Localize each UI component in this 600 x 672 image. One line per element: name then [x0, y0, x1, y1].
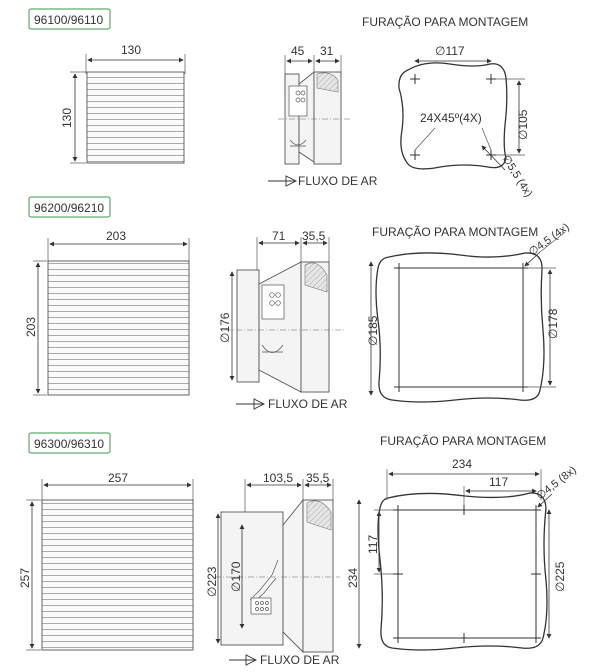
mounting-cutout: ∅117 24X45º(4X) ∅105 ∅5,5 (4x)	[398, 44, 534, 199]
front-height-dim: 130	[60, 108, 74, 128]
front-grille	[47, 260, 190, 396]
cutout-diameter-dim: ∅117	[435, 44, 465, 58]
front-grille	[86, 71, 185, 164]
cutout-outline	[375, 252, 545, 403]
cutout-left-dim: 234	[346, 568, 360, 588]
front-height-dim: 203	[24, 317, 38, 337]
model-label-box	[28, 8, 111, 30]
cutout-outline	[398, 62, 508, 170]
airflow-label: FLUXO DE AR	[298, 174, 378, 188]
side-depth-dim: 45	[291, 44, 305, 58]
model-label-box	[28, 432, 111, 454]
front-width-dim: 203	[106, 229, 126, 243]
front-width-dim: 130	[121, 43, 141, 57]
model-label: 96200/96210	[34, 201, 104, 215]
front-grille	[41, 499, 194, 651]
mounting-heading: FURAÇÃO PARA MONTAGEM	[380, 434, 546, 448]
cutout-top-inner-dim: 117	[489, 475, 508, 489]
cutout-right-dim: ∅178	[546, 308, 560, 339]
mounting-cutout: 234 117 234 117 ∅225 ∅4,5 (8x)	[346, 457, 579, 651]
section-96300: 96300/96310 FURAÇÃO PARA MONTAGEM 257 25…	[18, 432, 579, 667]
airflow-label: FLUXO DE AR	[268, 397, 348, 411]
cutout-left-inner-dim: 117	[366, 535, 380, 554]
cutout-square	[398, 267, 524, 388]
section-96200: 96200/96210 FURAÇÃO PARA MONTAGEM 203 20…	[24, 196, 572, 411]
airflow-label: FLUXO DE AR	[260, 653, 340, 667]
side-view: 71 35,5 ∅176 FLUXO DE AR	[218, 229, 348, 411]
cutout-right-dim: ∅105	[516, 109, 530, 140]
side-collar-dim: 31	[320, 44, 334, 58]
cutout-width-dim: 234	[452, 457, 472, 471]
side-collar-dim: 35,5	[306, 471, 330, 485]
cutout-right-dim: ∅225	[553, 561, 567, 592]
side-outer-diameter-dim: ∅223	[205, 566, 219, 597]
side-view: 45 31 FLUXO DE AR	[268, 44, 378, 188]
side-depth-dim: 71	[272, 229, 286, 243]
front-height-dim: 257	[18, 568, 32, 588]
side-diameter-dim: ∅170	[229, 561, 243, 592]
model-label: 96300/96310	[34, 437, 104, 451]
section-96100: 96100/96110 FURAÇÃO PARA MONTAGEM 130 13…	[28, 8, 534, 199]
mounting-cutout: ∅185 ∅178 ∅4,5 (4x)	[366, 221, 572, 403]
front-view: 203 203	[24, 229, 190, 396]
side-collar-dim: 35,5	[302, 229, 326, 243]
side-view: 103,5 35,5 ∅223 ∅170 FLUXO DE AR	[205, 471, 340, 667]
hole-size-dim: ∅5,5 (4x)	[499, 153, 534, 199]
front-width-dim: 257	[108, 471, 128, 485]
front-view: 257 257	[18, 471, 194, 651]
corner-chamfer-dim: 24X45º(4X)	[420, 111, 482, 125]
side-diameter-dim: ∅176	[218, 312, 232, 343]
cutout-square	[397, 509, 537, 639]
mounting-heading: FURAÇÃO PARA MONTAGEM	[372, 225, 538, 239]
front-view: 130 130	[60, 43, 186, 164]
mounting-heading: FURAÇÃO PARA MONTAGEM	[362, 15, 528, 29]
cutout-left-dim: ∅185	[366, 315, 380, 346]
side-depth-dim: 103,5	[263, 471, 293, 485]
model-label-box	[28, 196, 111, 218]
model-label: 96100/96110	[34, 13, 104, 27]
